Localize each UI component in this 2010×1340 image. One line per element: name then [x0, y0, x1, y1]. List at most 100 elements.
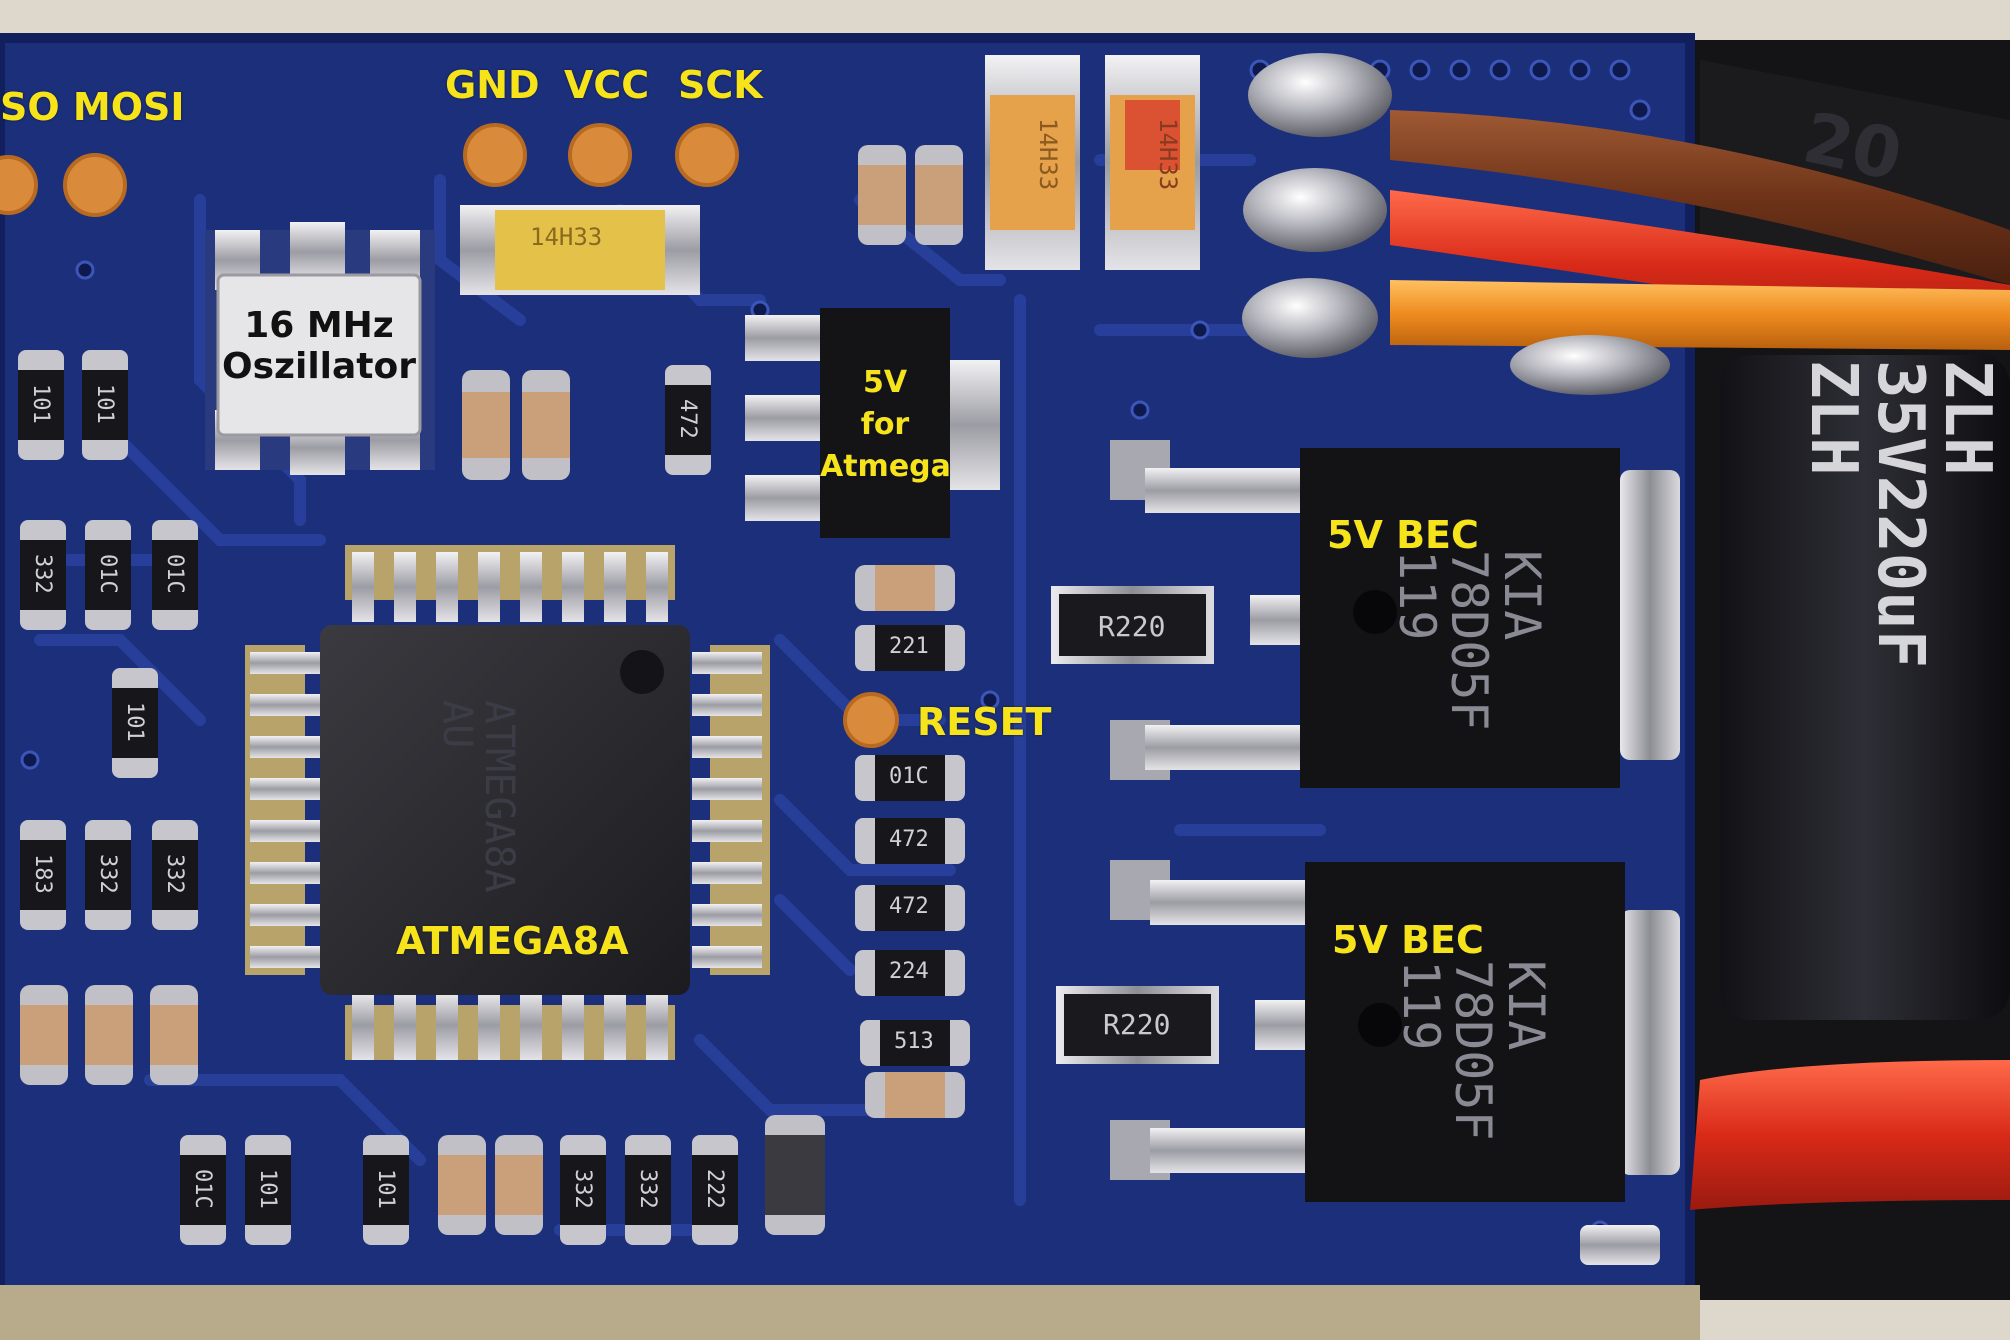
wire-orange — [1390, 280, 2010, 350]
label-bec-top: 5V BEC — [1327, 513, 1479, 557]
mcu-pin — [478, 552, 500, 622]
resistor-marking: 332 — [570, 1169, 595, 1209]
resistor-marking: 472 — [889, 827, 929, 852]
resistor-marking: 224 — [889, 959, 929, 984]
mcu-pin — [436, 552, 458, 622]
tantalum-left-marking: 14H33 — [530, 223, 603, 251]
resistor-marking: 472 — [889, 894, 929, 919]
resistor-body — [20, 840, 66, 910]
resistor-body — [245, 1155, 291, 1225]
atmega-regulator — [745, 308, 1000, 538]
label-oscillator: 16 MHz Oszillator — [218, 305, 420, 388]
capacitor-sleeve-marking: ZLH 35V220uF ZLH — [1795, 360, 2004, 669]
label-regulator-line1: 5V — [862, 365, 908, 400]
mcu-faint-marking: ATMEGA8A AU — [434, 700, 522, 893]
mcu-pin — [520, 552, 542, 622]
resistor-body — [20, 540, 66, 610]
resistor-marking: 183 — [30, 854, 55, 894]
mcu-pin — [692, 904, 762, 926]
resistor-body — [363, 1155, 409, 1225]
mcu-pin — [604, 990, 626, 1060]
resistor-marking: 221 — [889, 634, 929, 659]
label-atmega-regulator: 5V for Atmega — [820, 362, 951, 488]
resistor-body — [665, 385, 711, 455]
oscillator — [205, 222, 435, 475]
ceramic-capacitors — [20, 145, 965, 1235]
resistor-body — [625, 1155, 671, 1225]
mcu-pin — [250, 778, 320, 800]
mcu-pin — [250, 862, 320, 884]
wire-red-bottom — [1690, 1060, 2010, 1210]
shunt-resistors — [1051, 586, 1219, 1064]
resistor-body — [875, 885, 945, 931]
regulator-2-line1: KIA — [1497, 960, 1555, 1051]
label-reset: RESET — [917, 700, 1052, 744]
resistor-marking: 01C — [889, 764, 929, 789]
mcu-faint-line2: AU — [434, 700, 480, 749]
mcu-pin — [646, 552, 668, 622]
wire-brown — [1390, 110, 2010, 285]
wires — [1390, 110, 2010, 1210]
mcu-pin — [562, 990, 584, 1060]
resistor-body — [560, 1155, 606, 1225]
resistor-marking: 01C — [95, 554, 120, 594]
mcu-pin — [692, 778, 762, 800]
label-bec-bottom: 5V BEC — [1332, 918, 1484, 962]
mcu-pin — [692, 736, 762, 758]
capacitor-sleeve-line2: 35V220uF — [1862, 360, 1937, 669]
mcu-pin — [250, 904, 320, 926]
mcu-pin — [250, 694, 320, 716]
label-regulator-line3: Atmega — [820, 449, 951, 484]
mcu-pin — [520, 990, 542, 1060]
mcu-pin — [692, 694, 762, 716]
mcu-pin — [692, 820, 762, 842]
mcu-pin — [646, 990, 668, 1060]
resistor-body — [875, 950, 945, 996]
resistor-body — [18, 370, 64, 440]
smd-resistors — [18, 350, 970, 1245]
resistor-body — [875, 625, 945, 671]
label-regulator-line2: for — [860, 407, 910, 442]
regulator-1-line3: 119 — [1388, 550, 1446, 641]
resistor-marking: 101 — [373, 1169, 398, 1209]
shunt-bottom-marking: R220 — [1103, 1008, 1171, 1041]
resistor-marking: 101 — [255, 1169, 280, 1209]
capacitor-sleeve-line3: ZLH — [1795, 360, 1870, 476]
regulator-1-line1: KIA — [1493, 550, 1551, 641]
resistor-marking: 222 — [702, 1169, 727, 1209]
mcu-pin — [250, 736, 320, 758]
mcu-pin — [692, 862, 762, 884]
resistor-body — [875, 818, 945, 864]
resistor-marking: 472 — [675, 399, 700, 439]
mcu-pin — [604, 552, 626, 622]
resistor-body — [180, 1155, 226, 1225]
regulator-2-line2: 78D05F — [1444, 960, 1503, 1141]
resistor-body — [880, 1020, 950, 1066]
label-sck: SCK — [678, 63, 763, 107]
resistor-marking: 332 — [162, 854, 187, 894]
mcu-pin — [692, 652, 762, 674]
mcu-pin — [250, 946, 320, 968]
bec-regulator-bottom — [1110, 860, 1680, 1202]
mcu-pin — [692, 946, 762, 968]
resistor-marking: 332 — [30, 554, 55, 594]
resistor-marking: 332 — [635, 1169, 660, 1209]
mcu-pin — [250, 652, 320, 674]
mcu-pin — [562, 552, 584, 622]
regulator-1-marking: KIA 78D05F 119 — [1388, 550, 1551, 731]
resistor-marking: 101 — [28, 384, 53, 424]
mcu-faint-line1: ATMEGA8A — [476, 700, 522, 893]
label-miso-mosi: SO MOSI — [0, 85, 185, 129]
resistor-marking: 01C — [162, 554, 187, 594]
resistor-body — [152, 840, 198, 910]
label-gnd: GND — [445, 63, 540, 107]
resistor-marking: 101 — [92, 384, 117, 424]
label-oscillator-line1: 16 MHz — [244, 305, 394, 346]
capacitor-sleeve-line1: ZLH — [1930, 360, 2004, 476]
mcu-pin — [352, 990, 374, 1060]
electrolytic-capacitor — [1720, 355, 2010, 1020]
bec-regulator-top — [1110, 440, 1680, 788]
tantalum-right-marking: 14H33 — [1154, 118, 1182, 191]
